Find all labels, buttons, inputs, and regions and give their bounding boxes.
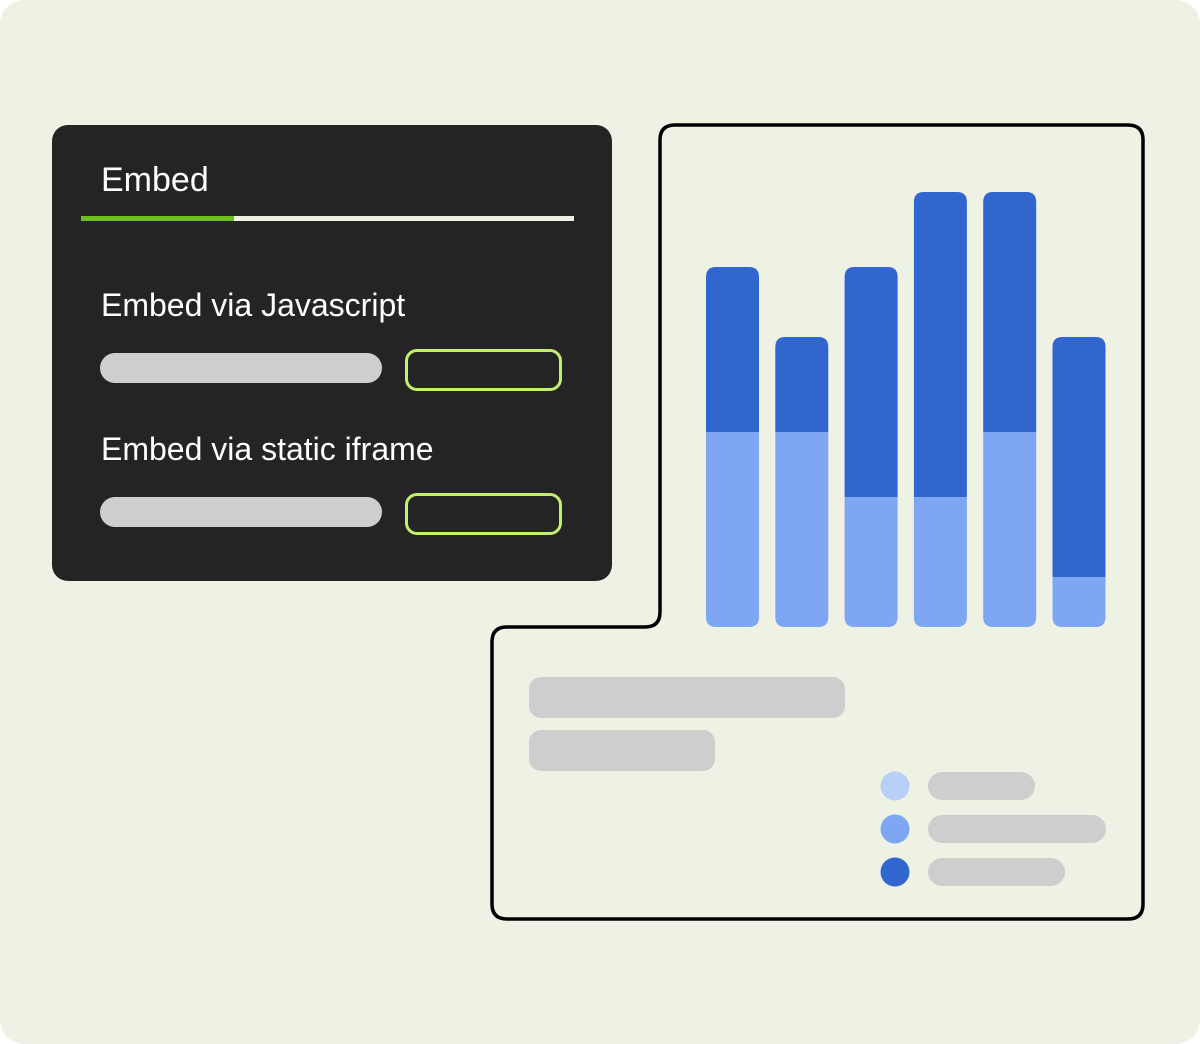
bar-segment-2-2 — [775, 337, 829, 432]
bar-segment-2-1 — [775, 432, 829, 627]
bar-segment-5-2 — [983, 192, 1037, 432]
bar-group — [706, 192, 1106, 627]
embed-iframe-copy-button[interactable] — [405, 493, 562, 535]
bar-segment-5-1 — [983, 432, 1037, 627]
legend-label-placeholder-2 — [928, 815, 1106, 843]
progress-fill — [81, 216, 234, 221]
legend-swatch-3 — [880, 857, 910, 887]
embed-tab-title[interactable]: Embed — [101, 161, 209, 199]
legend-label-placeholder-3 — [928, 858, 1065, 886]
bar-segment-4-2 — [913, 192, 967, 497]
bar-segment-3-2 — [844, 267, 898, 497]
embed-panel: Embed Embed via Javascript Embed via sta… — [52, 125, 612, 581]
bar-segment-4-1 — [913, 497, 967, 627]
bar-segment-3-1 — [844, 497, 898, 627]
embed-javascript-copy-button[interactable] — [405, 349, 562, 391]
progress-track — [81, 216, 574, 221]
bar-segment-1-2 — [706, 267, 759, 432]
legend-swatch-1 — [880, 771, 910, 801]
bar-segment-6-2 — [1052, 337, 1106, 577]
embed-javascript-label: Embed via Javascript — [101, 287, 406, 323]
chart-subtitle-placeholder — [529, 730, 715, 771]
legend — [880, 771, 1106, 887]
bar-segment-6-1 — [1052, 577, 1106, 627]
embed-javascript-code-field[interactable] — [100, 353, 382, 383]
legend-swatch-2 — [880, 814, 910, 844]
chart-title-placeholder — [529, 677, 845, 718]
bar-segment-1-1 — [706, 432, 759, 627]
chart-card-outline — [490, 123, 1145, 921]
embed-iframe-code-field[interactable] — [100, 497, 382, 527]
embed-iframe-label: Embed via static iframe — [101, 431, 434, 467]
legend-label-placeholder-1 — [928, 772, 1035, 800]
